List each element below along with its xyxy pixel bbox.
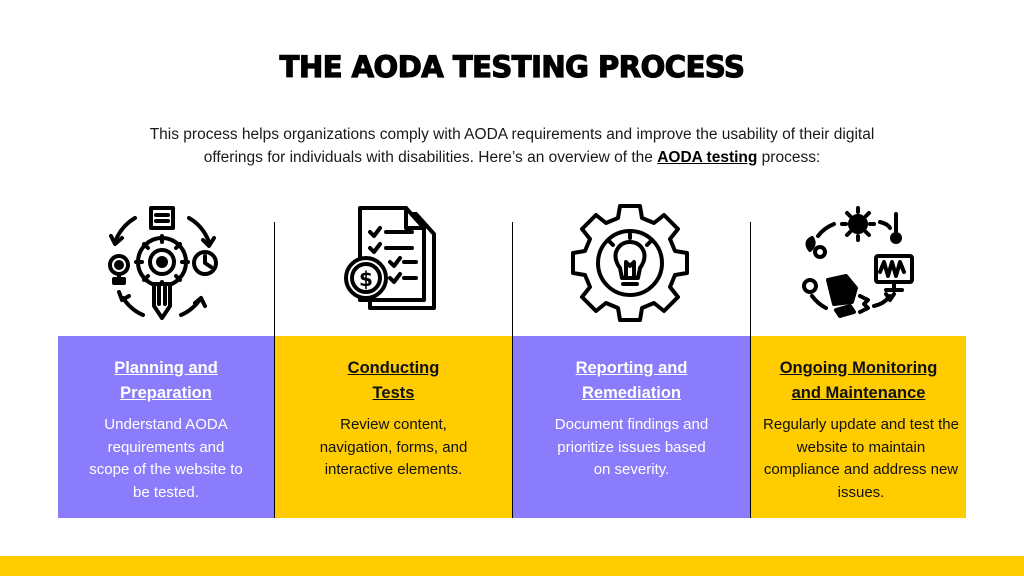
svg-text:$: $ <box>359 267 373 291</box>
gear-lightbulb-icon <box>560 200 700 330</box>
bottom-accent-bar <box>0 556 1024 576</box>
intro-text-before: This process helps organizations comply … <box>149 126 875 166</box>
intro-text-after: process: <box>757 149 821 166</box>
planning-gear-pencil-icon <box>95 200 235 330</box>
maintenance-cycle-icon <box>790 200 930 330</box>
step-description: Regularly update and test the website to… <box>763 416 959 501</box>
step-description: Review content, navigation, forms, and i… <box>319 416 468 478</box>
checklist-dollar-icon: $ <box>326 200 466 330</box>
intro-paragraph: This process helps organizations comply … <box>120 123 904 169</box>
aoda-testing-link[interactable]: AODA testing <box>657 149 758 166</box>
page-title: THE AODA TESTING PROCESS <box>279 49 745 84</box>
column-divider <box>512 222 513 518</box>
column-divider <box>750 222 751 518</box>
column-divider <box>274 222 275 518</box>
step-description: Understand AODA requirements and scope o… <box>89 416 243 501</box>
step-description: Document findings and prioritize issues … <box>554 416 709 478</box>
